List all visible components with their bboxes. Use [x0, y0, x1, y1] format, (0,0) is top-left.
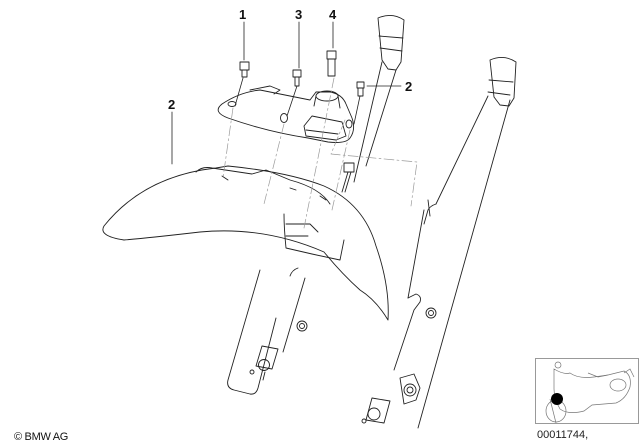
motorcycle-locator-thumbnail [535, 358, 639, 424]
assembly-lines [222, 77, 418, 229]
front-mudguard [102, 165, 389, 321]
screw-2-left [239, 61, 250, 78]
copyright-label: © BMW AG [14, 431, 68, 443]
motorcycle-icon [545, 361, 635, 424]
callout-3: 3 [295, 7, 303, 22]
left-fork-leg [227, 15, 405, 395]
location-marker [551, 393, 563, 405]
screw-3 [292, 69, 302, 87]
right-fork-leg [361, 57, 517, 429]
callout-4: 4 [329, 7, 337, 22]
screw-4 [326, 50, 337, 77]
leader-lines [171, 21, 402, 165]
diagram-id: 00011744, [537, 429, 589, 441]
screw-2-fork [356, 81, 365, 97]
bushing [341, 162, 355, 193]
callout-2-fork: 2 [405, 79, 413, 94]
callout-2-left: 1 [239, 7, 247, 22]
fork-bridge [217, 85, 355, 143]
callout-1: 2 [168, 97, 176, 112]
